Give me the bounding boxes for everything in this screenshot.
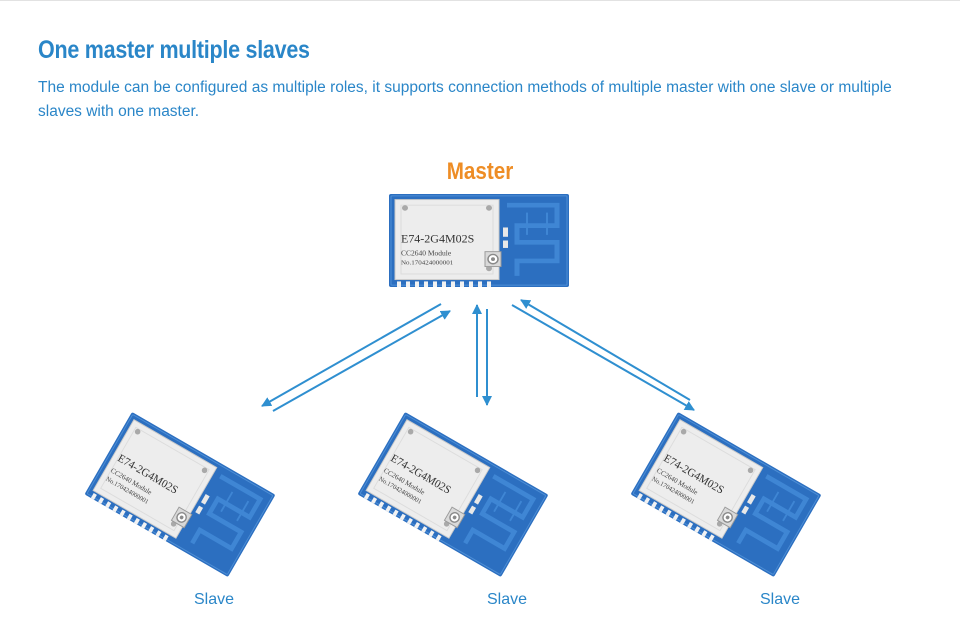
top-divider [0, 0, 960, 1]
slave-module-right: E74-2G4M02S CC2640 Module No.17042400000… [631, 412, 822, 577]
master-module-model: E74-2G4M02S [401, 233, 474, 246]
slave-label-center: Slave [486, 591, 528, 608]
arrow-master-slave-center [472, 304, 492, 406]
arrow-master-slave-left [261, 303, 451, 412]
master-module-serial: No.170424000001 [401, 260, 453, 267]
master-module: E74-2G4M02S CC2640 Module No.17042400000… [389, 194, 569, 287]
page-title: One master multiple slaves [38, 36, 310, 64]
master-module-chip: CC2640 Module [401, 250, 451, 258]
slave-module-left: E74-2G4M02S CC2640 Module No.17042400000… [85, 412, 276, 577]
master-label: Master [446, 158, 514, 185]
page-description: The module can be configured as multiple… [38, 79, 892, 120]
slave-label-right: Slave [759, 591, 801, 608]
slave-label-left: Slave [193, 591, 235, 608]
slave-module-center: E74-2G4M02S CC2640 Module No.17042400000… [358, 412, 549, 577]
arrow-master-slave-right [511, 299, 695, 411]
